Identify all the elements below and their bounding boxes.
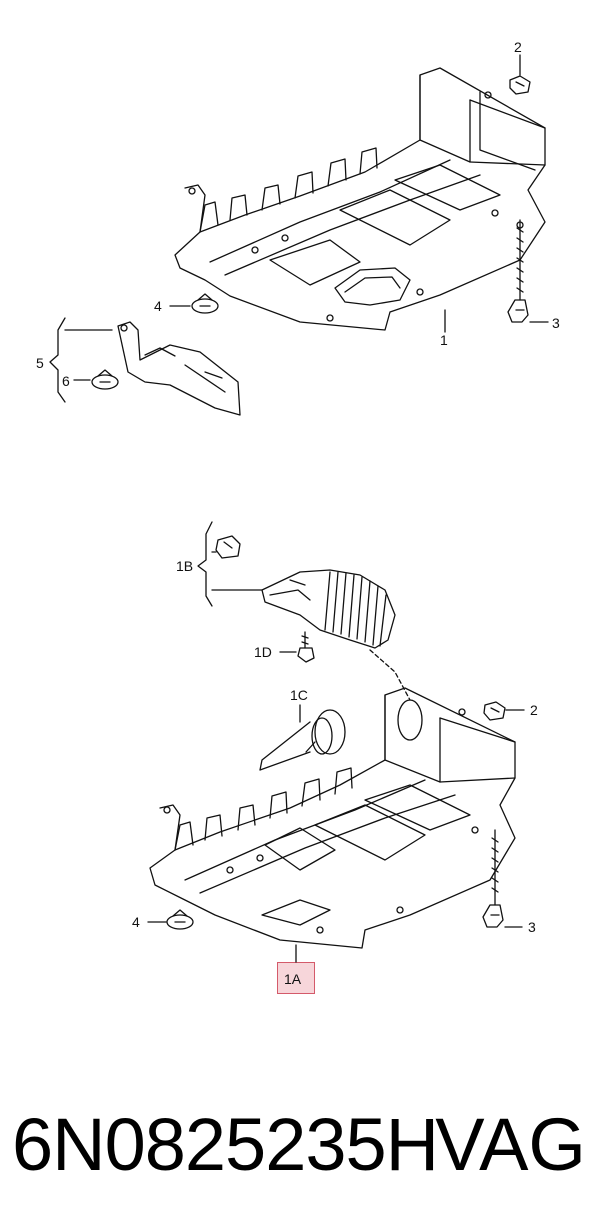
- bolt-icon: [507, 219, 529, 323]
- screw-icon: [297, 631, 315, 663]
- label-part-4-bottom: 4: [132, 914, 140, 930]
- clip-nut-icon: [509, 75, 531, 95]
- label-part-2-bottom: 2: [530, 702, 538, 718]
- side-deflector-part: [117, 321, 241, 416]
- label-part-1: 1: [440, 332, 448, 348]
- label-part-3: 3: [552, 315, 560, 331]
- label-part-3-bottom: 3: [528, 919, 536, 935]
- label-part-1b: 1B: [176, 558, 193, 574]
- clip-icon: [166, 909, 194, 930]
- label-part-1a: 1A: [284, 971, 302, 987]
- clip-nut-icon: [215, 535, 241, 559]
- clip-icon: [191, 293, 219, 314]
- top-underbody-shield: [174, 67, 546, 331]
- bolt-icon: [482, 829, 504, 928]
- brand-name: VAG: [435, 1103, 586, 1186]
- footer: 6N0825235H VAG: [0, 1085, 600, 1205]
- assembly-path: [369, 649, 411, 701]
- bottom-underbody-shield: [149, 687, 516, 949]
- group-bracket: [197, 521, 213, 607]
- clip-nut-icon: [483, 701, 506, 721]
- group-bracket: [49, 317, 66, 403]
- clip-icon: [91, 369, 119, 390]
- label-part-1c: 1C: [290, 687, 308, 703]
- label-part-1d: 1D: [254, 644, 272, 660]
- label-part-2: 2: [514, 39, 522, 55]
- air-inlet-part: [259, 709, 346, 771]
- label-part-6: 6: [62, 373, 70, 389]
- air-duct-bellows-part: [261, 569, 396, 649]
- part-number: 6N0825235H: [12, 1103, 439, 1186]
- label-part-5: 5: [36, 355, 44, 371]
- label-part-4: 4: [154, 298, 162, 314]
